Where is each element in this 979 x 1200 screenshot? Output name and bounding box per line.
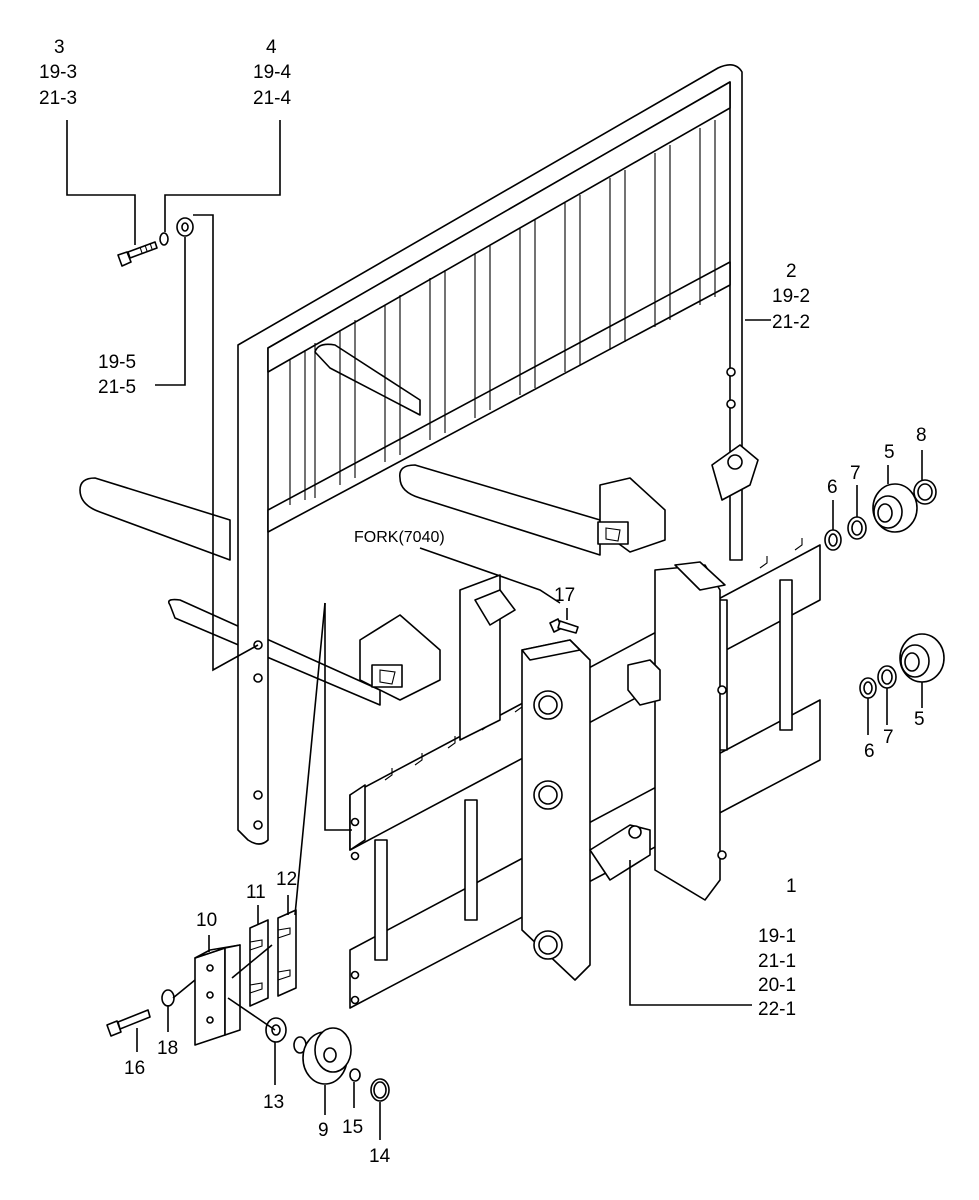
washer-19-5 <box>176 217 194 237</box>
label-12: 12 <box>276 869 297 890</box>
label-10: 10 <box>196 910 217 931</box>
bolt-16 <box>106 1009 151 1037</box>
label-21-2: 21-2 <box>772 312 810 333</box>
label-19-3: 19-3 <box>39 62 77 83</box>
label-19-2: 19-2 <box>772 286 810 307</box>
shim-11 <box>249 919 269 1007</box>
bearing-set-upper <box>824 479 937 551</box>
label-3: 3 <box>54 37 65 58</box>
label-19-1: 19-1 <box>758 926 796 947</box>
washer-18 <box>161 989 175 1007</box>
label-4: 4 <box>266 37 277 58</box>
label-8: 8 <box>916 425 927 446</box>
label-14: 14 <box>369 1146 391 1167</box>
labels: 3 19-3 21-3 4 19-4 21-4 19-5 21-5 2 19-2… <box>39 37 927 1167</box>
label-22-1: 22-1 <box>758 999 796 1020</box>
shim-12 <box>277 909 297 997</box>
label-20-1: 20-1 <box>758 975 796 996</box>
block-10 <box>194 944 241 1046</box>
label-13: 13 <box>263 1092 284 1113</box>
spring-washer-4 <box>159 232 169 246</box>
label-7-upper: 7 <box>850 463 861 484</box>
bearing-set-lower <box>859 633 945 699</box>
bolt-17 <box>549 618 579 634</box>
load-backrest <box>237 64 759 845</box>
label-17: 17 <box>554 585 575 606</box>
leader-lines <box>66 120 923 1140</box>
label-19-5: 19-5 <box>98 352 136 373</box>
label-2: 2 <box>786 261 797 282</box>
label-11: 11 <box>246 882 266 903</box>
label-9: 9 <box>318 1120 329 1141</box>
label-16: 16 <box>124 1058 145 1079</box>
label-21-4: 21-4 <box>253 88 291 109</box>
label-21-5: 21-5 <box>98 377 136 398</box>
bolt-3 <box>117 241 158 267</box>
label-1: 1 <box>786 876 797 897</box>
label-fork: FORK(7040) <box>354 529 445 546</box>
label-7-lower: 7 <box>883 727 894 748</box>
grease-nipple-15 <box>349 1068 361 1082</box>
label-19-4: 19-4 <box>253 62 291 83</box>
label-21-3: 21-3 <box>39 88 77 109</box>
label-6-upper: 6 <box>827 477 838 498</box>
carriage <box>349 538 821 1009</box>
label-18: 18 <box>157 1038 178 1059</box>
washer-13 <box>265 1017 287 1043</box>
fork-right <box>314 343 666 556</box>
snap-ring-14 <box>370 1078 390 1102</box>
fork-left <box>79 477 441 706</box>
label-6-lower: 6 <box>864 741 875 762</box>
label-15: 15 <box>342 1117 363 1138</box>
label-21-1: 21-1 <box>758 951 796 972</box>
roller-9 <box>293 1027 352 1085</box>
label-5-upper: 5 <box>884 442 895 463</box>
label-5-lower: 5 <box>914 709 925 730</box>
